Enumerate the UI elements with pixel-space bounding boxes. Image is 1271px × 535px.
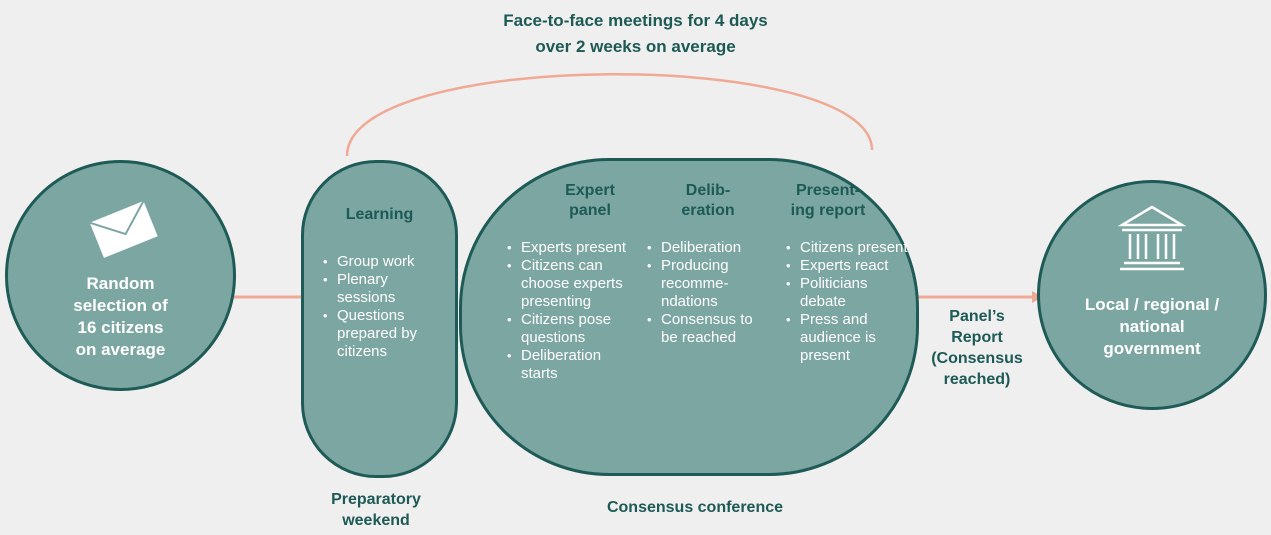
presenting-report-bullets: Citizens present Experts react Politicia… (784, 239, 912, 365)
deliberation-title: Delib- eration (653, 181, 763, 221)
learning-pill: Learning Group work Plenary sessions Que… (301, 160, 458, 478)
preparatory-line: Preparatory (331, 491, 421, 508)
list-item: Experts react (784, 257, 912, 275)
list-item: Citizens present (784, 239, 912, 257)
preparatory-weekend-label: Preparatory weekend (316, 489, 436, 531)
panel-report-line: Report (951, 329, 1003, 346)
list-item: Producing recomme-ndations (645, 257, 773, 311)
list-item: Questions prepared by citizens (321, 307, 441, 361)
list-item: Experts present (505, 239, 640, 257)
envelope-icon (89, 200, 158, 258)
meetings-caption: Face-to-face meetings for 4 days over 2 … (0, 8, 1271, 60)
arrow-report-to-government (916, 291, 1043, 303)
deliberation-bullets: Deliberation Producing recomme-ndations … (645, 239, 773, 347)
random-selection-circle: Random selection of 16 citizens on avera… (5, 160, 236, 391)
presenting-report-title: Present- ing report (773, 181, 883, 221)
random-selection-line: 16 citizens (77, 318, 164, 337)
government-line: national (1119, 317, 1185, 336)
random-selection-line: Random (86, 274, 155, 293)
meetings-caption-line2: over 2 weeks on average (535, 37, 736, 56)
list-item: Consensus to be reached (645, 311, 773, 347)
list-item: Group work (321, 253, 441, 271)
learning-title: Learning (345, 206, 414, 223)
list-item: Plenary sessions (321, 271, 441, 307)
expert-panel-bullets: Experts present Citizens can choose expe… (505, 239, 640, 383)
panel-report-line: Panel’s (949, 308, 1005, 325)
consensus-conference-label: Consensus conference (606, 499, 784, 516)
government-building-icon (1117, 205, 1187, 271)
preparatory-line: weekend (342, 512, 410, 529)
panel-report-line: reached) (943, 371, 1011, 388)
list-item: Citizens can choose experts presenting (505, 257, 640, 311)
title-line: Present- (795, 182, 861, 199)
list-item: Citizens pose questions (505, 311, 640, 347)
list-item: Politicians debate (784, 275, 912, 311)
title-line: ing report (790, 202, 866, 219)
random-selection-label: Random selection of 16 citizens on avera… (8, 273, 233, 361)
meetings-caption-line1: Face-to-face meetings for 4 days (503, 11, 768, 30)
title-line: Expert (565, 182, 615, 199)
random-selection-line: on average (75, 340, 166, 359)
consensus-conference-oval: Expert panel Experts present Citizens ca… (459, 158, 919, 476)
government-line: Local / regional / (1084, 295, 1220, 314)
list-item: Press and audience is present (784, 311, 912, 365)
learning-bullets: Group work Plenary sessions Questions pr… (321, 253, 441, 361)
list-item: Deliberation (645, 239, 773, 257)
title-line: panel (569, 202, 611, 219)
panel-report-label: Panel’s Report (Consensus reached) (922, 306, 1032, 390)
meeting-span-arc (345, 73, 874, 157)
government-line: government (1103, 339, 1201, 358)
government-circle: Local / regional / national government (1037, 180, 1267, 410)
random-selection-line: selection of (73, 296, 168, 315)
expert-panel-title: Expert panel (534, 181, 646, 221)
panel-report-line: (Consensus (931, 350, 1023, 367)
government-label: Local / regional / national government (1040, 294, 1264, 360)
list-item: Deliberation starts (505, 347, 640, 383)
title-line: Delib- (685, 182, 731, 199)
title-line: eration (681, 202, 735, 219)
